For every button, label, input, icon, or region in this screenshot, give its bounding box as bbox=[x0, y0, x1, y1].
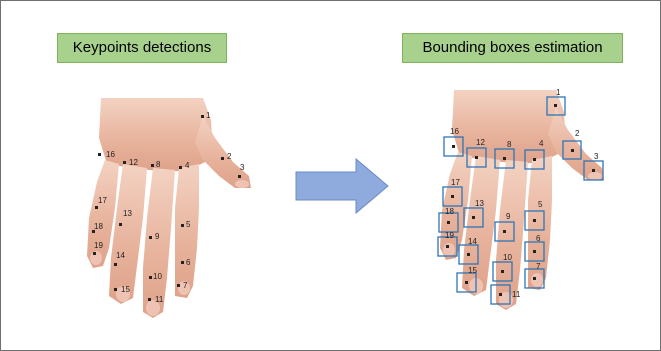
svg-text:4: 4 bbox=[539, 139, 544, 148]
svg-text:8: 8 bbox=[156, 160, 161, 169]
svg-text:10: 10 bbox=[153, 272, 162, 281]
svg-text:1: 1 bbox=[556, 88, 561, 97]
svg-text:4: 4 bbox=[185, 161, 190, 170]
left-hand-image bbox=[87, 98, 251, 318]
svg-text:3: 3 bbox=[594, 152, 599, 161]
svg-text:5: 5 bbox=[538, 200, 543, 209]
svg-text:19: 19 bbox=[94, 241, 103, 250]
svg-text:9: 9 bbox=[506, 212, 511, 221]
right-hand-image bbox=[440, 90, 604, 310]
svg-text:7: 7 bbox=[183, 281, 188, 290]
svg-text:11: 11 bbox=[512, 290, 521, 299]
svg-text:13: 13 bbox=[475, 199, 484, 208]
svg-text:1: 1 bbox=[206, 111, 211, 120]
svg-text:8: 8 bbox=[507, 140, 512, 149]
svg-text:3: 3 bbox=[240, 163, 245, 172]
svg-text:14: 14 bbox=[468, 237, 477, 246]
svg-text:10: 10 bbox=[503, 253, 512, 262]
svg-text:13: 13 bbox=[123, 209, 132, 218]
svg-text:17: 17 bbox=[451, 178, 460, 187]
svg-text:14: 14 bbox=[116, 251, 125, 260]
svg-text:6: 6 bbox=[536, 234, 541, 243]
svg-text:15: 15 bbox=[121, 285, 130, 294]
svg-text:5: 5 bbox=[186, 220, 191, 229]
svg-text:2: 2 bbox=[227, 152, 232, 161]
svg-text:19: 19 bbox=[445, 231, 454, 240]
svg-text:12: 12 bbox=[129, 158, 138, 167]
svg-text:16: 16 bbox=[106, 150, 115, 159]
svg-text:7: 7 bbox=[536, 262, 541, 271]
svg-text:17: 17 bbox=[98, 196, 107, 205]
svg-text:11: 11 bbox=[155, 295, 164, 304]
keypoint-16: 16 bbox=[98, 150, 115, 159]
svg-text:15: 15 bbox=[468, 266, 477, 275]
svg-text:18: 18 bbox=[94, 222, 103, 231]
svg-text:18: 18 bbox=[445, 207, 454, 216]
svg-text:2: 2 bbox=[575, 129, 580, 138]
right-arrow-icon bbox=[296, 159, 388, 213]
svg-text:12: 12 bbox=[476, 138, 485, 147]
svg-text:16: 16 bbox=[450, 127, 459, 136]
svg-text:9: 9 bbox=[155, 232, 160, 241]
svg-text:6: 6 bbox=[186, 258, 191, 267]
